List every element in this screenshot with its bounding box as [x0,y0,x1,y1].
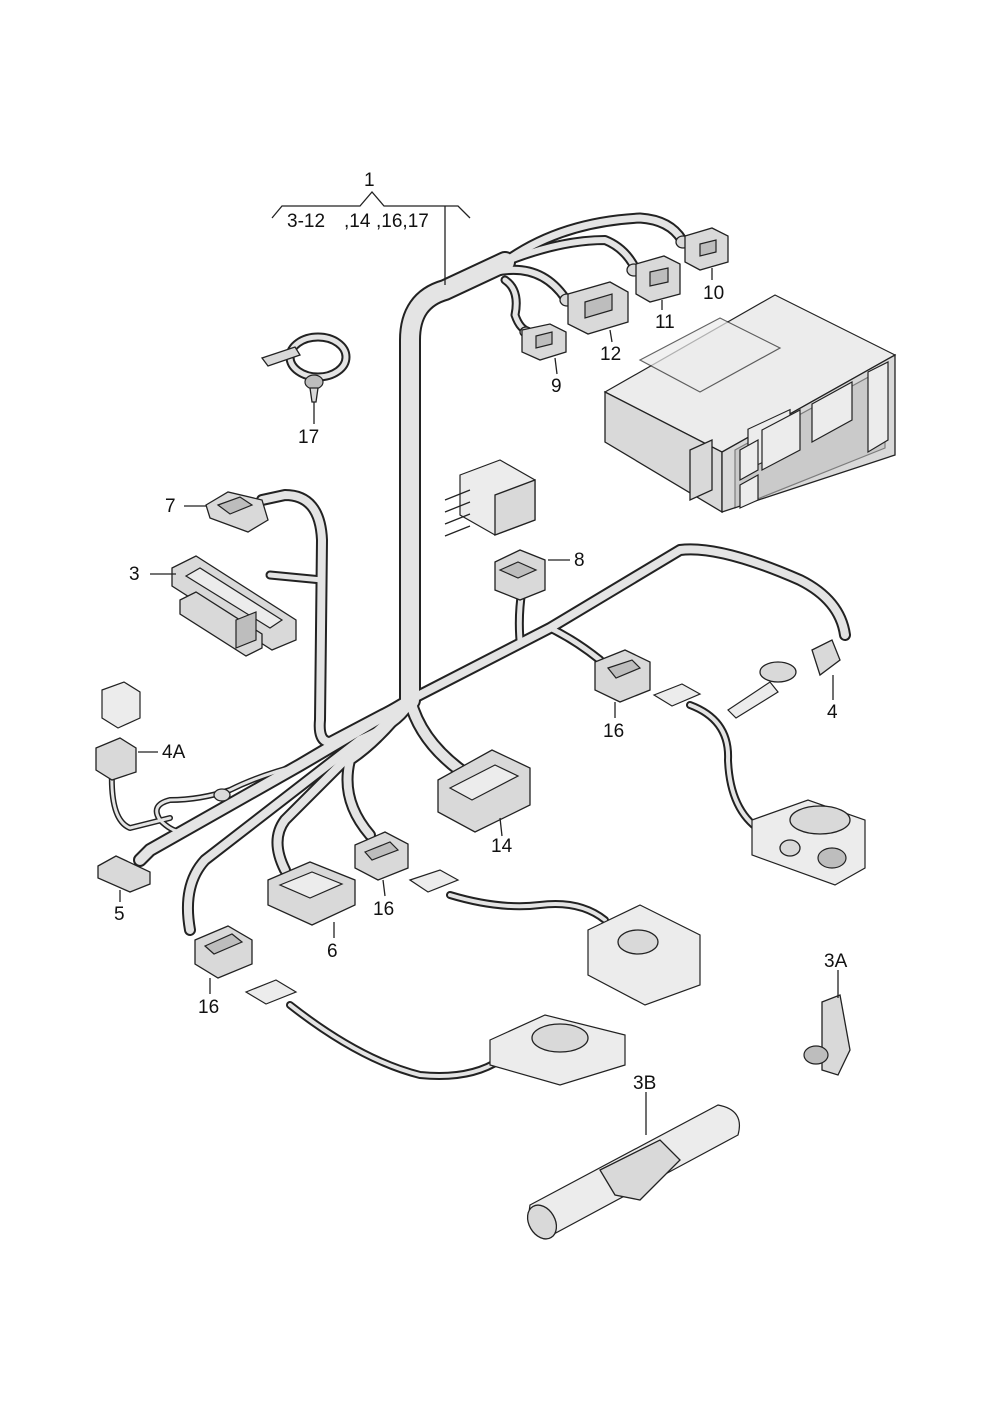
connector-14 [437,749,531,833]
callout-4a: 4A [162,742,186,763]
connector-10 [675,227,729,271]
callout-16-middle: 16 [373,899,394,920]
callout-1-range-c: ,16,17 [376,211,429,232]
callout-6: 6 [327,941,338,962]
connector-11 [626,255,681,303]
connector-12 [559,281,629,335]
callout-3a: 3A [824,951,848,972]
connector-7 [205,491,269,533]
callout-11: 11 [655,312,675,333]
wire-fill-layer [110,214,849,934]
actuator-motor-right [652,683,866,886]
callout-8: 8 [574,550,585,571]
callout-7: 7 [165,496,176,517]
callout-3b: 3B [633,1073,656,1094]
relay-8 [444,459,546,601]
actuator-motor-middle [408,869,701,1006]
harness-wires [108,212,851,936]
callout-3: 3 [129,564,140,585]
main-callout-bracket [271,191,471,285]
callout-14: 14 [491,836,513,857]
connector-5 [97,855,151,893]
leader-lines [119,268,839,1135]
cable-sleeve-3b [526,1104,740,1240]
callout-16-bottom: 16 [198,997,219,1018]
connector-16-bottom [194,925,253,979]
connector-4a [95,681,231,802]
callout-1-range-a: 3-12 [287,211,325,232]
actuator-motor-bottom [244,979,626,1086]
connector-16-middle [354,831,409,881]
sensor-4 [727,639,841,719]
callout-10: 10 [703,283,724,304]
callout-5: 5 [114,904,125,925]
callout-1-range-b: ,14 [344,211,371,232]
connector-9 [519,323,567,361]
connector-housing-3 [171,555,297,657]
strap-clip-17 [260,332,351,403]
callout-12: 12 [600,344,621,365]
callout-17: 17 [298,427,319,448]
connector-6 [267,861,356,926]
callout-4: 4 [827,702,838,723]
callout-labels: 1 3-12 ,14 ,16,17 10 11 12 9 17 7 3 8 4 … [114,170,848,1094]
callout-1: 1 [364,170,375,191]
connector-16-top [594,649,651,703]
callout-16-top: 16 [603,721,624,742]
climate-control-unit [603,294,897,514]
clip-3a [803,994,851,1076]
callout-9: 9 [551,376,562,397]
